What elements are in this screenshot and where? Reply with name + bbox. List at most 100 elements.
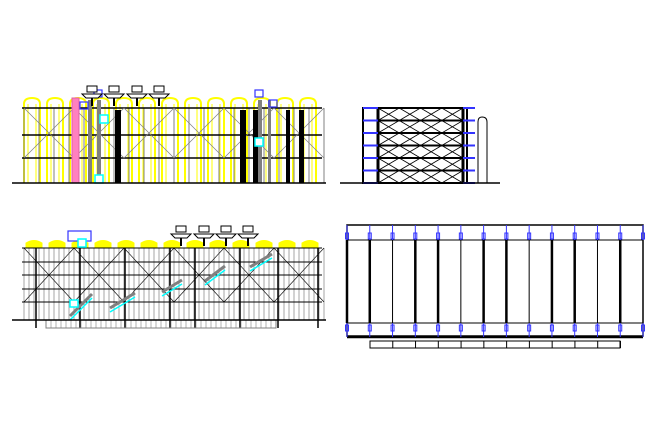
roof-duct xyxy=(255,240,273,248)
roof-duct xyxy=(94,240,112,248)
connector-clip xyxy=(345,232,349,240)
brace xyxy=(441,145,464,159)
brace xyxy=(377,107,400,121)
brace xyxy=(223,107,275,159)
escalator-tube xyxy=(204,264,226,283)
brace xyxy=(441,107,464,121)
vent-cap xyxy=(198,225,210,233)
brace xyxy=(399,107,421,121)
connector-clip xyxy=(436,324,441,332)
connector-clip xyxy=(549,324,554,332)
brace xyxy=(399,120,421,134)
roof-duct xyxy=(278,240,296,248)
vent-bowl xyxy=(102,93,126,99)
escalator xyxy=(249,257,273,272)
connector-clip xyxy=(595,232,600,240)
escalator-tube xyxy=(109,291,136,310)
brace xyxy=(420,107,442,121)
side-elevation xyxy=(340,107,500,184)
connector-clip xyxy=(481,324,486,332)
duct-yellow xyxy=(46,96,64,183)
brace xyxy=(420,132,442,146)
connector-clip xyxy=(527,232,532,240)
foundation-strip xyxy=(369,340,621,349)
escalator xyxy=(109,296,136,313)
connector-clip xyxy=(618,324,623,332)
brace xyxy=(399,132,421,146)
connector-clip xyxy=(458,324,463,332)
connector-clip xyxy=(367,324,372,332)
pipe xyxy=(97,100,101,183)
brace xyxy=(420,170,442,184)
brace xyxy=(377,120,400,134)
connector-clip xyxy=(367,232,372,240)
cyan-box xyxy=(94,174,104,184)
roof-duct xyxy=(209,240,227,248)
connector-clip xyxy=(458,232,463,240)
blue-connector xyxy=(254,89,264,98)
duct-yellow xyxy=(161,96,179,183)
pipe xyxy=(88,100,92,183)
brace xyxy=(441,170,464,184)
connector-clip xyxy=(618,232,623,240)
duct-yellow xyxy=(184,96,202,183)
connector-clip xyxy=(345,324,349,332)
duct-yellow xyxy=(92,96,110,183)
service-column xyxy=(299,110,304,183)
connector-clip xyxy=(641,232,646,240)
brace xyxy=(399,145,421,159)
service-column xyxy=(286,110,290,183)
vent-cap xyxy=(153,85,165,93)
duct-yellow xyxy=(115,96,133,183)
brace xyxy=(377,170,400,184)
roof-duct xyxy=(25,240,43,248)
connector-clip xyxy=(413,232,418,240)
brace xyxy=(377,145,400,159)
vent-bowl xyxy=(192,233,216,239)
brace xyxy=(441,132,464,146)
brace xyxy=(377,132,400,146)
roof-duct xyxy=(301,240,319,248)
brace xyxy=(73,247,125,303)
vent-bowl xyxy=(80,93,104,99)
connector-clip xyxy=(572,324,577,332)
connector-clip xyxy=(595,324,600,332)
connector-clip xyxy=(504,324,509,332)
front-elevation xyxy=(12,85,326,184)
pipe xyxy=(268,100,271,183)
connector-clip xyxy=(390,232,395,240)
brace xyxy=(273,247,325,303)
cyan-box xyxy=(99,114,109,124)
connector-clip xyxy=(549,232,554,240)
escalator xyxy=(204,269,226,286)
connector-clip xyxy=(504,232,509,240)
escalator-tube xyxy=(477,116,488,183)
brace xyxy=(441,157,464,171)
brace xyxy=(441,120,464,134)
brace xyxy=(420,157,442,171)
pink-column xyxy=(71,97,80,184)
connector-clip xyxy=(413,324,418,332)
escalator xyxy=(161,283,183,297)
service-column xyxy=(115,110,121,183)
duct-yellow xyxy=(23,96,41,183)
connector-clip xyxy=(436,232,441,240)
escalator-tube xyxy=(68,292,94,318)
escalator-tube xyxy=(161,278,183,294)
duct-yellow xyxy=(207,96,225,183)
roof-duct xyxy=(186,240,204,248)
brace xyxy=(173,107,225,159)
duct-yellow xyxy=(230,96,248,183)
cyan-box xyxy=(77,238,87,248)
connector-clip xyxy=(641,324,646,332)
blue-connector xyxy=(268,99,278,108)
brace xyxy=(377,157,400,171)
roof-duct xyxy=(48,240,66,248)
connector-clip xyxy=(481,232,486,240)
roof-duct xyxy=(117,240,135,248)
brace xyxy=(399,157,421,171)
vent-bowl xyxy=(147,93,171,99)
blue-connector xyxy=(79,101,89,110)
escalator xyxy=(69,297,93,321)
